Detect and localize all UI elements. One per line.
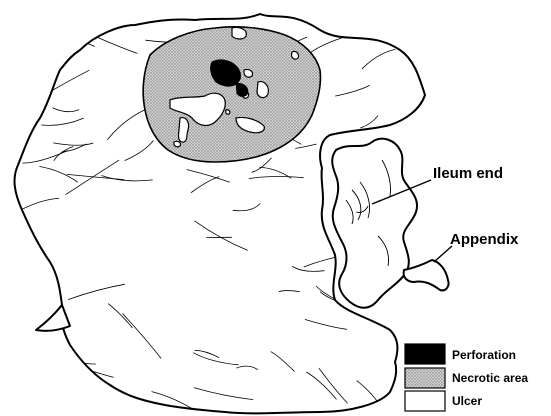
legend-swatch-perforation bbox=[405, 344, 445, 364]
legend: Perforation Necrotic area Ulcer bbox=[405, 344, 528, 411]
island bbox=[292, 51, 299, 59]
legend-swatch-ulcer bbox=[405, 391, 445, 411]
legend-label-perforation: Perforation bbox=[452, 348, 516, 362]
appendix-leader-line bbox=[434, 246, 452, 262]
island bbox=[244, 69, 253, 77]
island bbox=[232, 27, 246, 39]
island bbox=[226, 110, 230, 114]
legend-label-necrotic: Necrotic area bbox=[452, 371, 528, 385]
mucosal-fold-line bbox=[52, 43, 78, 55]
ileum-segment bbox=[332, 139, 417, 308]
legend-label-ulcer: Ulcer bbox=[452, 394, 482, 408]
island bbox=[174, 141, 181, 146]
appendix bbox=[404, 260, 449, 290]
island bbox=[179, 118, 189, 142]
legend-swatch-necrotic bbox=[405, 368, 445, 388]
appendix-label: Appendix bbox=[450, 231, 519, 248]
mucosal-fold-line bbox=[50, 373, 72, 394]
ileum-end-label: Ileum end bbox=[433, 165, 503, 182]
